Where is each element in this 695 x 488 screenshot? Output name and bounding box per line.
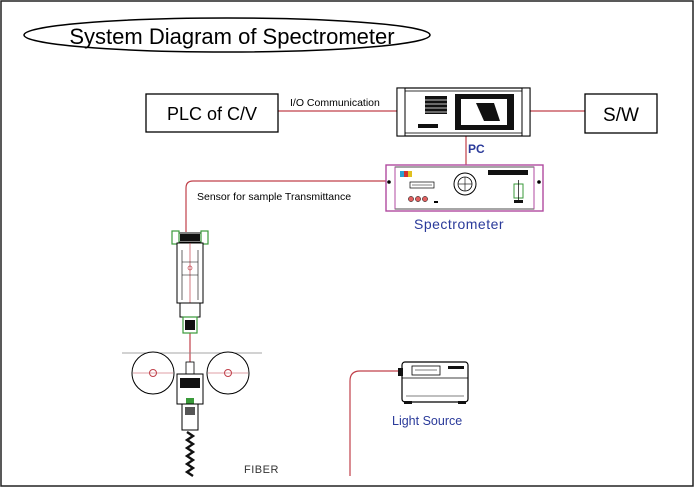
transmittance-sensor	[171, 230, 209, 477]
wires	[185, 110, 585, 476]
roller-right	[206, 351, 250, 395]
spectrometer-unit	[385, 164, 544, 212]
sw-label: S/W	[603, 105, 639, 126]
plc-label: PLC of C/V	[167, 104, 257, 124]
light-source-fiber	[349, 370, 400, 476]
spectrometer-label: Spectrometer	[414, 216, 504, 232]
title-ellipse	[23, 17, 431, 53]
light-source-unit	[398, 361, 469, 404]
sw-box	[584, 93, 658, 134]
pc-unit	[396, 87, 531, 137]
plc-box	[145, 93, 279, 133]
sensor-label: Sensor for sample Transmittance	[197, 191, 351, 203]
io-communication-label: I/O Communication	[290, 97, 380, 109]
light-source-label: Light Source	[392, 414, 462, 428]
sensor-fiber-upper	[185, 180, 386, 232]
fiber-label: FIBER	[244, 464, 279, 476]
roller-left	[131, 351, 175, 395]
diagram-title: System Diagram of Spectrometer	[69, 24, 394, 49]
pc-label: PC	[468, 142, 485, 156]
